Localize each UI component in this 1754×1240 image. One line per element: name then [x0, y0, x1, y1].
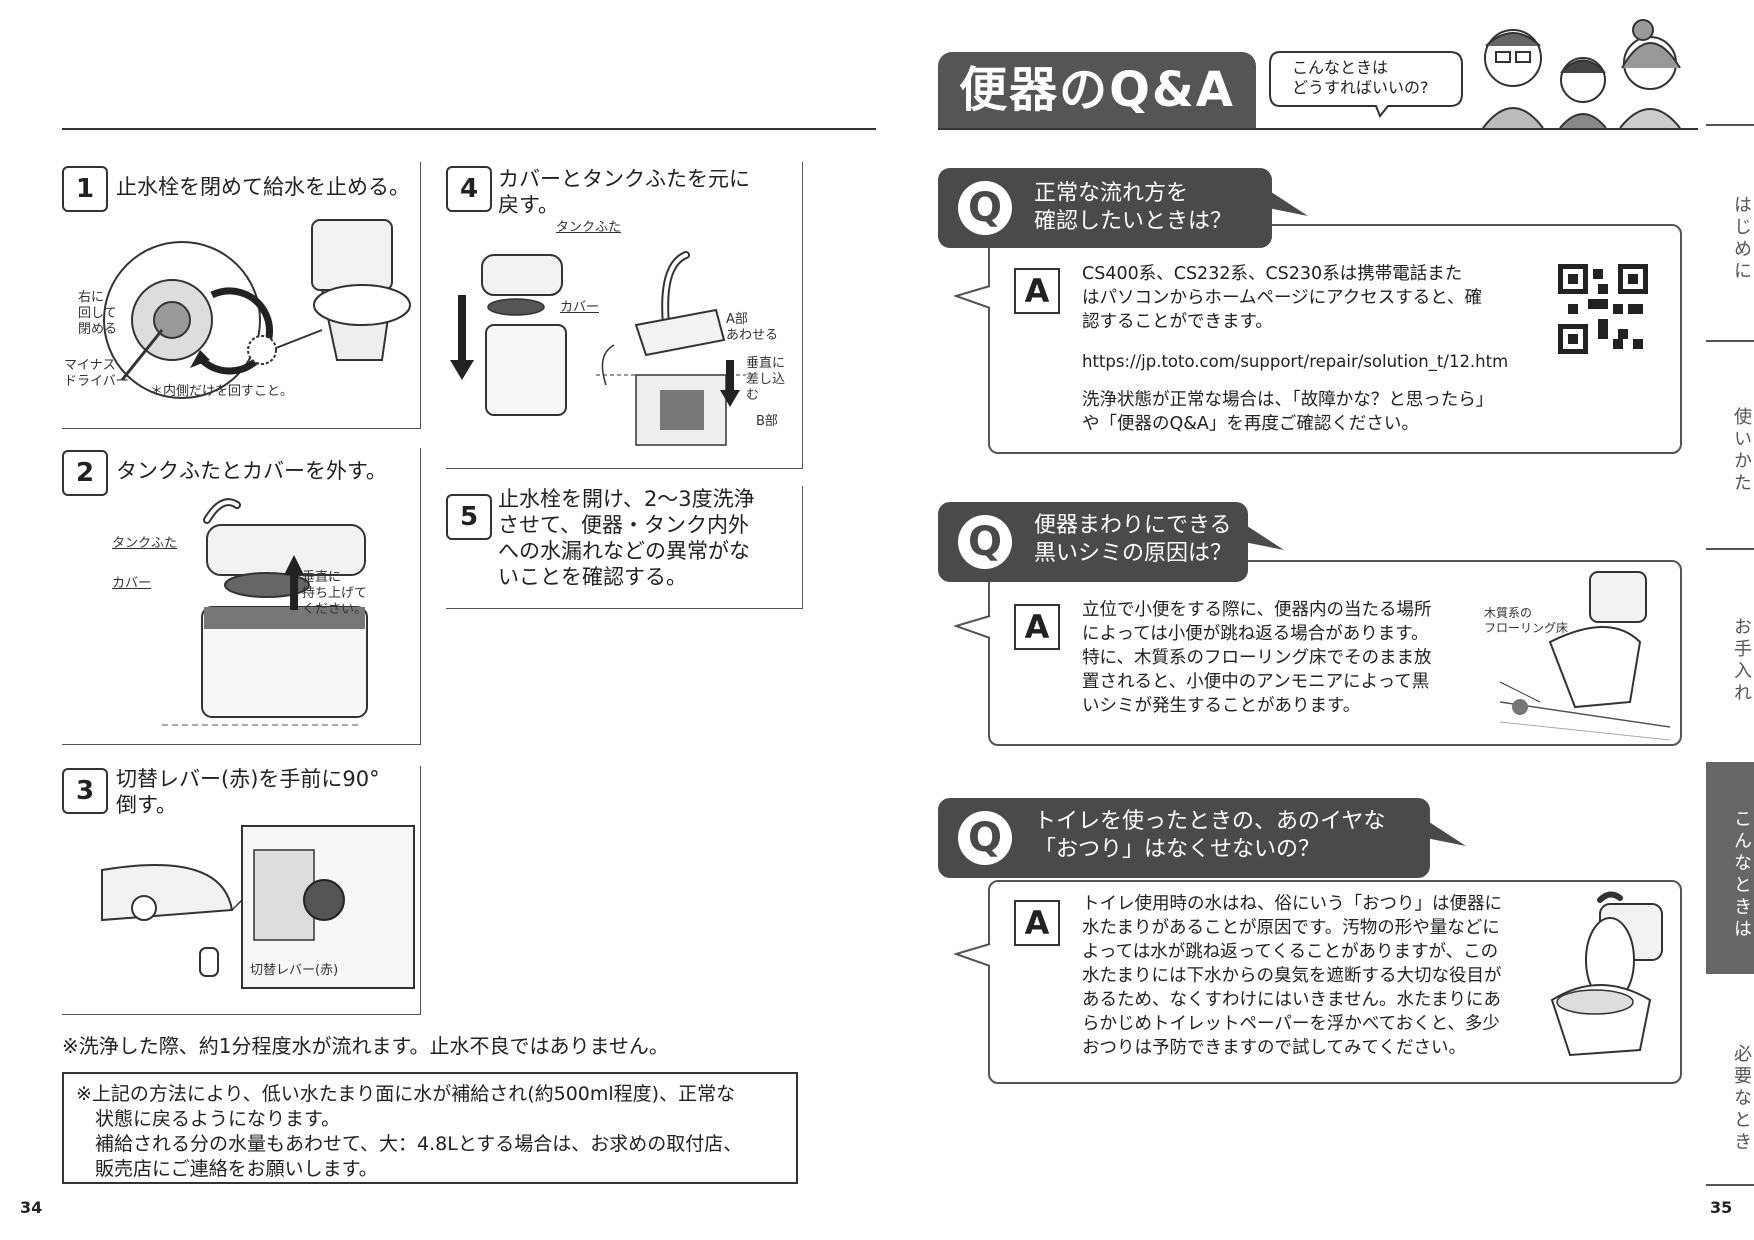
supply-notebox: ※上記の方法により、低い水たまり面に水が補給され(約500ml程度)、正常な 状…	[62, 1072, 798, 1184]
qa-2-question-tail	[1244, 524, 1284, 550]
step-1-text: 止水栓を閉めて給水を止める。	[116, 175, 410, 199]
qa-2-answer: 立位で小便をする際に、便器内の当たる場所 によっては小便が跳ね返る場合があります…	[1082, 600, 1432, 716]
sidebar-tab-konnatokiha[interactable]	[1706, 762, 1754, 974]
qa-1-tail	[954, 285, 991, 309]
flow-note: ※洗浄した際、約1分程度水が流れます。止水不良ではありません。	[62, 1034, 669, 1058]
step-4-label-insert: 垂直に 差し込 む	[746, 356, 786, 403]
step-2-illustration	[162, 498, 368, 726]
step-4-label-lid: タンクふた	[556, 220, 622, 235]
step-3-text: 切替レバー(赤)を手前に90° 倒す。	[116, 767, 380, 817]
step-3-box	[62, 766, 421, 1015]
qa-2-q-icon: Q	[958, 515, 1012, 569]
qa-3-a-icon: A	[1014, 900, 1060, 946]
qr-code-icon	[1558, 264, 1648, 354]
qa-2-toilet-illustration	[1499, 571, 1671, 741]
speech-bubble	[1269, 51, 1463, 118]
qa-3-answer-box	[988, 880, 1682, 1084]
side-sep-3	[1706, 1184, 1754, 1186]
qa-2-a-icon: A	[1014, 604, 1060, 650]
qa-1-q-icon: Q	[958, 181, 1012, 235]
step-2-text: タンクふたとカバーを外す。	[116, 459, 387, 483]
page-number-left: 34	[20, 1198, 43, 1217]
right-top-rule	[938, 128, 1698, 130]
step-1-label-screwdriver: マイナス ドライバー	[64, 358, 129, 389]
step-2-number: 2	[62, 450, 108, 496]
step-5-box	[446, 486, 803, 609]
qa-2-fig-label: 木質系の フローリング床	[1484, 606, 1569, 635]
step-1-box	[62, 162, 421, 429]
step-3-illustration	[101, 825, 415, 989]
left-top-rule	[62, 128, 876, 130]
qa-3-tail	[954, 943, 991, 967]
qa-2-tail	[954, 615, 991, 639]
qa-1-answer: CS400系、CS232系、CS230系は携帯電話また はパソコンからホームペー…	[1082, 264, 1483, 332]
step-1-label-inner: ＊内側だけを回すこと。	[150, 384, 294, 399]
qa-title: 便器のQ&A	[938, 52, 1256, 128]
step-2-label-lift: 垂直に 持ち上げて ください。	[302, 570, 368, 617]
step-1-number: 1	[62, 166, 108, 212]
qa-1-url-link[interactable]: https://jp.toto.com/support/repair/solut…	[1082, 352, 1509, 371]
qa-1-question: 正常な流れ方を 確認したいときは？	[1034, 181, 1233, 234]
page-number-right: 35	[1710, 1198, 1733, 1217]
step-2-label-lid: タンクふた	[112, 536, 178, 551]
side-sep-1	[1706, 340, 1754, 342]
sidebar-tab-konnatokiha-label: こんなときは	[1731, 809, 1752, 941]
speech-bubble-text: こんなときは どうすればいいの?	[1292, 58, 1429, 97]
sidebar-tab-tsukaikata[interactable]: 使いかた	[1731, 407, 1752, 495]
qa-1-a-icon: A	[1014, 268, 1060, 314]
qa-3-answer: トイレ使用時の水はね、俗にいう「おつり」は便器に 水たまりがあることが原因です。…	[1082, 894, 1502, 1058]
step-3-number: 3	[62, 768, 108, 814]
qa-3-question-bar	[938, 798, 1430, 878]
side-sep-2	[1706, 548, 1754, 550]
step-4-label-part-b: B部	[756, 414, 778, 429]
step-4-label-cover: カバー	[560, 300, 600, 315]
sidebar-tab-oteire[interactable]: お手入れ	[1731, 617, 1752, 705]
qa-3-q-icon: Q	[958, 811, 1012, 865]
step-4-box	[446, 162, 803, 469]
side-sep-0	[1706, 124, 1754, 126]
qa-3-toilet-illustration	[1550, 891, 1663, 1057]
step-1-label-turn: 右に 回して 閉める	[78, 290, 118, 337]
sidebar-tab-hitsuyounatoki[interactable]: 必要なとき	[1731, 1044, 1752, 1154]
qa-3-question-tail	[1426, 820, 1466, 846]
qa-3-question: トイレを使ったときの、あのイヤな 「おつり」はなくせないの？	[1034, 809, 1386, 862]
step-4-text: カバーとタンクふたを元に 戻す。	[498, 167, 750, 217]
step-1-illustration	[103, 219, 411, 399]
qa-2-question: 便器まわりにできる 黒いシミの原因は？	[1034, 513, 1233, 566]
step-3-label-lever: 切替レバー(赤)	[250, 963, 339, 978]
family-illustration	[1482, 19, 1681, 128]
step-2-box	[62, 448, 421, 745]
step-4-label-part-a: A部 あわせる	[726, 312, 779, 343]
step-5-text: 止水栓を開け、2～3度洗浄 させて、便器・タンク内外 への水漏れなどの異常がな …	[498, 487, 755, 589]
step-4-illustration	[450, 251, 746, 446]
qa-1-question-tail	[1268, 190, 1308, 216]
qa-1-answer-2: 洗浄状態が正常な場合は、「故障かな？と思ったら」 や「便器のQ&A」を再度ご確認…	[1082, 390, 1494, 434]
sidebar-tab-hajimeni[interactable]: はじめに	[1731, 195, 1752, 283]
step-2-label-cover: カバー	[112, 576, 152, 591]
step-4-number: 4	[446, 166, 492, 212]
step-5-number: 5	[446, 494, 492, 540]
